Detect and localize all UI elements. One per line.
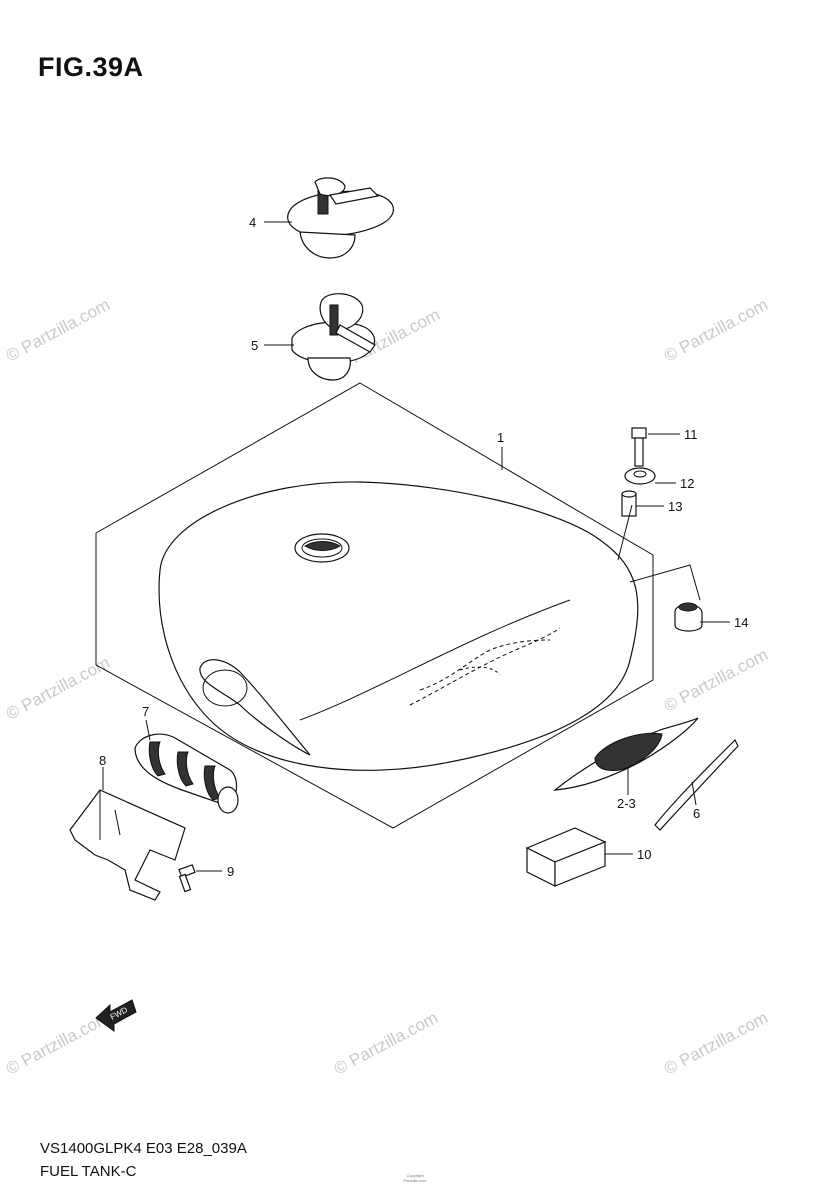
bracket-icon [69, 789, 186, 901]
emblem-recess-upper [409, 627, 561, 706]
trim-strip-part-6 [654, 738, 739, 831]
tank-crease [299, 599, 571, 721]
emblem-recess-lower [419, 639, 551, 691]
filler-neck-shadow [304, 541, 341, 551]
callout-13: 13 [668, 499, 682, 514]
fuel-cap-base-icon [299, 231, 356, 259]
callout-2-3: 2-3 [617, 796, 636, 811]
watermark: © Partzilla.com [661, 645, 771, 716]
callout-labels: 1 2-3 4 5 6 7 8 9 10 11 12 13 14 [99, 215, 748, 879]
key-blade-icon [328, 187, 380, 205]
leader-6 [691, 781, 697, 806]
cushion-icon [624, 467, 656, 485]
figure-title: FIG.39A [38, 52, 144, 82]
leader-13-tank [617, 504, 633, 561]
cushion-end-icon [217, 786, 239, 814]
filler-neck-inner [301, 538, 343, 558]
fuel-cap-lower-base-icon [307, 357, 351, 381]
copyright-note: Copyright Partzilla.com [300, 1173, 530, 1183]
emblem-part-2-3 [553, 717, 699, 791]
pad-part-10 [525, 827, 607, 887]
bracket-edge [114, 809, 121, 836]
callout-12: 12 [680, 476, 694, 491]
bolt-head-icon [631, 427, 647, 439]
callout-6: 6 [693, 806, 700, 821]
tank-tunnel-rim [202, 669, 248, 707]
cushion-rib [176, 751, 194, 787]
bracket-part-8 [69, 789, 186, 901]
collar-part-13 [621, 490, 637, 517]
watermark: © Partzilla.com [661, 1008, 771, 1079]
key-lower-blade-icon [335, 324, 376, 353]
emblem-badge-icon [594, 732, 663, 771]
key-head-icon [314, 177, 346, 197]
trim-strip-icon [654, 738, 739, 831]
watermark: © Partzilla.com [3, 653, 113, 724]
callout-1: 1 [497, 430, 504, 445]
fwd-arrow-shape [95, 999, 137, 1032]
watermark: © Partzilla.com [661, 295, 771, 366]
screw-head-icon [178, 864, 196, 878]
callout-14: 14 [734, 615, 748, 630]
leader-14-tank [629, 564, 701, 601]
leader-lines [102, 221, 730, 872]
fuel-cap-part-4 [287, 177, 395, 259]
fuel-tank-part-1 [95, 382, 654, 829]
bolt-part-11 [631, 427, 647, 467]
cushion-rib [148, 741, 166, 777]
tank-tunnel-icon [199, 659, 311, 756]
callout-11: 11 [684, 427, 698, 442]
callout-8: 8 [99, 753, 106, 768]
copyright-line-1: Copyright [406, 1173, 424, 1178]
tank-frame [95, 382, 654, 829]
diagram-name: FUEL TANK-C [40, 1163, 137, 1180]
cushion-part-7 [134, 733, 239, 814]
watermark: © Partzilla.com [3, 295, 113, 366]
watermark: © Partzilla.com [331, 1008, 441, 1079]
callout-9: 9 [227, 864, 234, 879]
tank-body-icon [158, 481, 639, 771]
screw-part-9 [178, 864, 196, 893]
collar-top [621, 490, 637, 498]
model-code: VS1400GLPK4 E03 E28_039A [40, 1140, 247, 1157]
callout-10: 10 [637, 847, 651, 862]
copyright-line-2: Partzilla.com [403, 1178, 427, 1183]
pad-front-icon [554, 841, 606, 887]
mount-cushion-top [678, 602, 698, 612]
bolt-shaft-icon [634, 437, 644, 467]
callout-7: 7 [142, 704, 149, 719]
emblem-recess-mark [459, 666, 501, 676]
callout-5: 5 [251, 338, 258, 353]
fuel-cap-part-5 [291, 293, 376, 381]
cushion-part-12 [624, 467, 656, 485]
cushion-part-14 [674, 602, 703, 632]
cushion-hole [633, 470, 647, 478]
callout-4: 4 [249, 215, 256, 230]
screw-shaft-icon [178, 873, 192, 893]
leader-7 [145, 719, 151, 741]
key-lower-icon [329, 304, 339, 336]
